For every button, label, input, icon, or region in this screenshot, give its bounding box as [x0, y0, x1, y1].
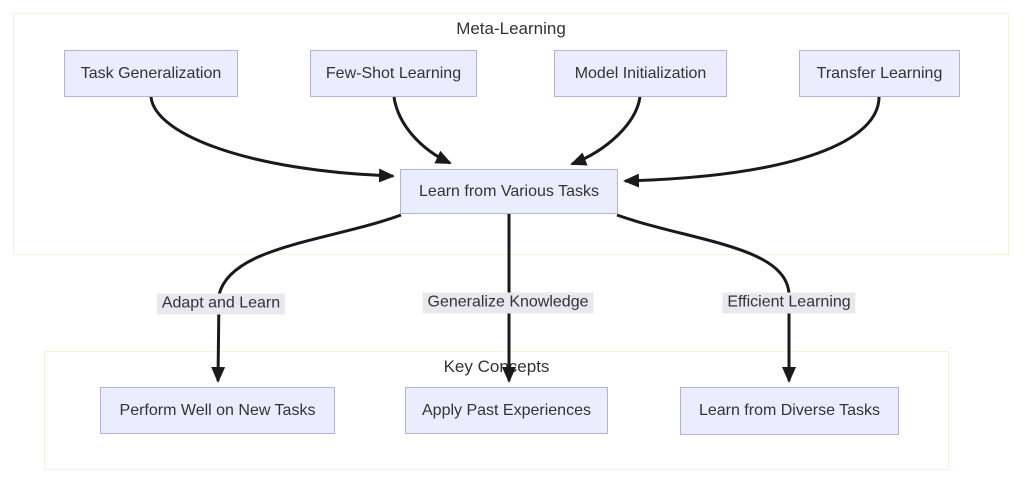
- edge-hub-to-perform-well: [211, 213, 402, 383]
- node-learn-from-diverse-tasks: Learn from Diverse Tasks: [680, 387, 899, 435]
- node-model-initialization: Model Initialization: [554, 50, 727, 97]
- cluster-key-concepts: Key Concepts: [44, 351, 949, 470]
- node-transfer-learning: Transfer Learning: [799, 50, 960, 97]
- cluster-meta-learning-title: Meta-Learning: [456, 19, 566, 38]
- edge-label-generalize-knowledge: Generalize Knowledge: [422, 292, 594, 314]
- edge-hub-to-learn-diverse: [616, 213, 796, 383]
- edge-label-efficient-learning: Efficient Learning: [722, 292, 856, 314]
- edge-few-shot-to-hub: [392, 96, 452, 165]
- node-perform-well-on-new-tasks: Perform Well on New Tasks: [100, 387, 335, 434]
- node-learn-from-various-tasks: Learn from Various Tasks: [400, 169, 618, 214]
- edge-model-initialization-to-hub: [570, 96, 642, 166]
- edge-task-generalization-to-hub: [149, 96, 395, 183]
- node-task-generalization: Task Generalization: [64, 50, 238, 97]
- edge-transfer-learning-to-hub: [623, 96, 881, 188]
- node-apply-past-experiences: Apply Past Experiences: [405, 387, 608, 434]
- node-few-shot-learning: Few-Shot Learning: [310, 50, 477, 97]
- cluster-key-concepts-title: Key Concepts: [443, 357, 550, 376]
- edge-label-adapt-and-learn: Adapt and Learn: [156, 293, 286, 315]
- cluster-meta-learning: Meta-Learning: [13, 13, 1009, 255]
